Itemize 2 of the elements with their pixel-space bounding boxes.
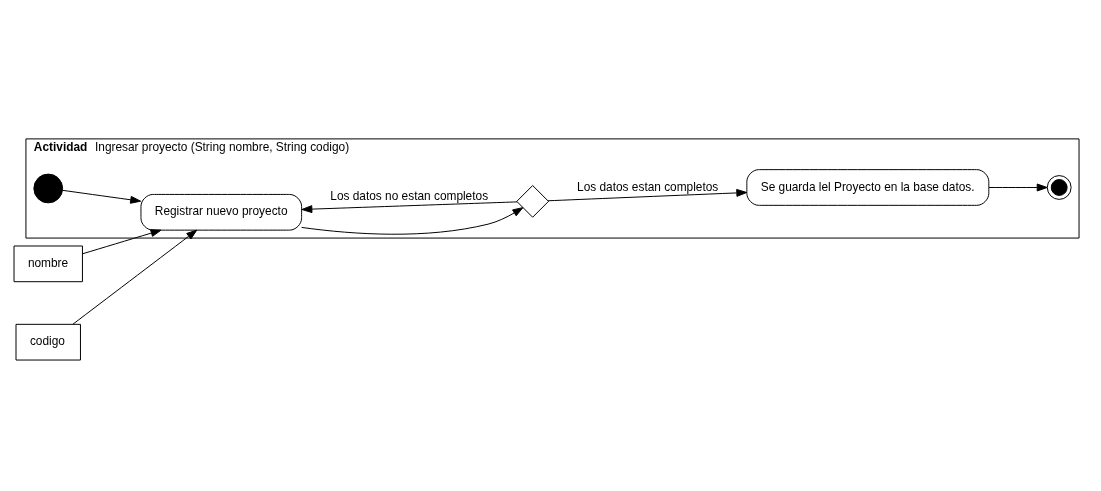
edge-label: Los datos no estan completos <box>330 188 489 203</box>
edge-label: Los datos estan completos <box>577 180 719 195</box>
